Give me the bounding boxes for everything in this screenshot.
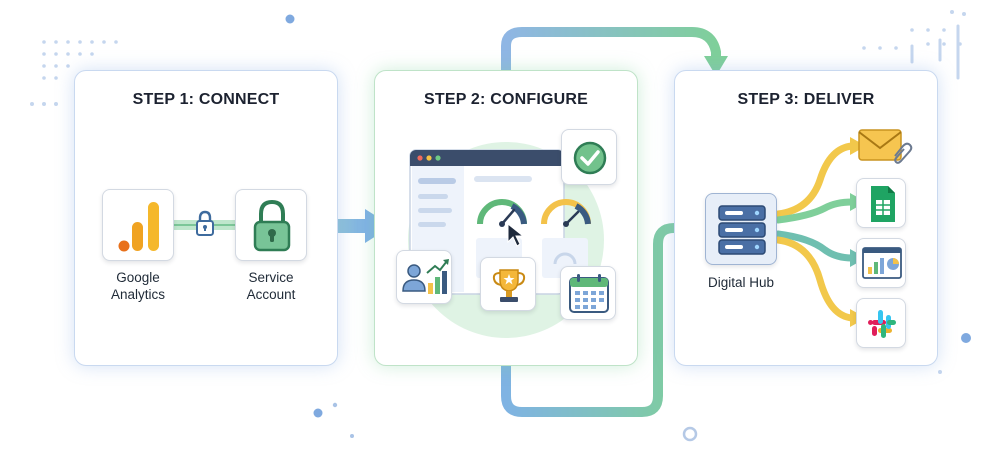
google-analytics-label-line2: Analytics — [110, 287, 166, 302]
decor-dot — [938, 370, 942, 374]
decor-dot — [961, 333, 971, 343]
top-flow-arrow — [501, 27, 721, 77]
service-account-label-line1: Service — [248, 270, 294, 285]
gauge-icon — [477, 199, 527, 227]
growth-chart-tile[interactable] — [396, 250, 452, 304]
decor-dot — [350, 434, 354, 438]
service-account-label: Service Account — [225, 269, 317, 303]
step-3-title: STEP 3: DELIVER — [737, 91, 875, 108]
gauge-icon — [541, 199, 591, 227]
slack-tile[interactable] — [856, 298, 906, 348]
calendar-icon — [569, 274, 609, 313]
report-dashboard-icon — [862, 247, 902, 279]
service-account-tile[interactable] — [235, 189, 307, 261]
decor-bars — [910, 24, 960, 80]
slack-icon — [868, 310, 896, 338]
google-analytics-label: Google Analytics — [92, 269, 184, 303]
email-flow-arrow — [774, 142, 856, 218]
service-account-lock-icon — [253, 199, 291, 252]
checkmark-tile[interactable] — [561, 129, 617, 185]
step-2-title: STEP 2: CONFIGURE — [423, 91, 589, 108]
email-flow-arrowhead — [850, 137, 866, 155]
google-analytics-label-line1: Google — [116, 270, 160, 285]
bottom-flow-arrow — [501, 223, 695, 417]
email-icon[interactable] — [857, 124, 913, 168]
google-analytics-tile[interactable] — [102, 189, 174, 261]
growth-chart-icon — [402, 259, 449, 294]
padlock-icon — [196, 210, 214, 236]
report-flow-arrow — [774, 230, 856, 262]
trophy-tile[interactable] — [480, 257, 536, 311]
server-stack-icon — [718, 205, 766, 255]
digital-hub-label: Digital Hub — [707, 275, 775, 290]
calendar-tile[interactable] — [560, 266, 616, 320]
service-account-label-line2: Account — [246, 287, 296, 302]
faded-gauge-icon — [553, 252, 577, 265]
digital-hub-tile[interactable] — [705, 193, 777, 265]
cursor-icon — [507, 222, 525, 247]
google-sheets-tile[interactable] — [856, 178, 906, 228]
decor-dot — [332, 402, 338, 408]
step-1-title: STEP 1: CONNECT — [132, 91, 280, 108]
google-sheets-icon — [871, 186, 895, 222]
sheets-flow-arrow — [774, 198, 856, 224]
top-flow-arrowhead — [704, 56, 728, 76]
deliver-flow-arrows — [774, 137, 866, 327]
dot-grid-left — [30, 40, 118, 106]
decor-dot — [313, 408, 323, 418]
checkmark-icon — [573, 141, 607, 175]
slack-flow-arrow — [774, 236, 856, 322]
decor-dot — [285, 14, 295, 24]
report-dashboard-tile[interactable] — [856, 238, 906, 288]
decor-ring — [682, 426, 698, 442]
trophy-icon — [492, 269, 526, 302]
dot-grid-right — [862, 10, 966, 50]
google-analytics-icon — [118, 202, 159, 252]
